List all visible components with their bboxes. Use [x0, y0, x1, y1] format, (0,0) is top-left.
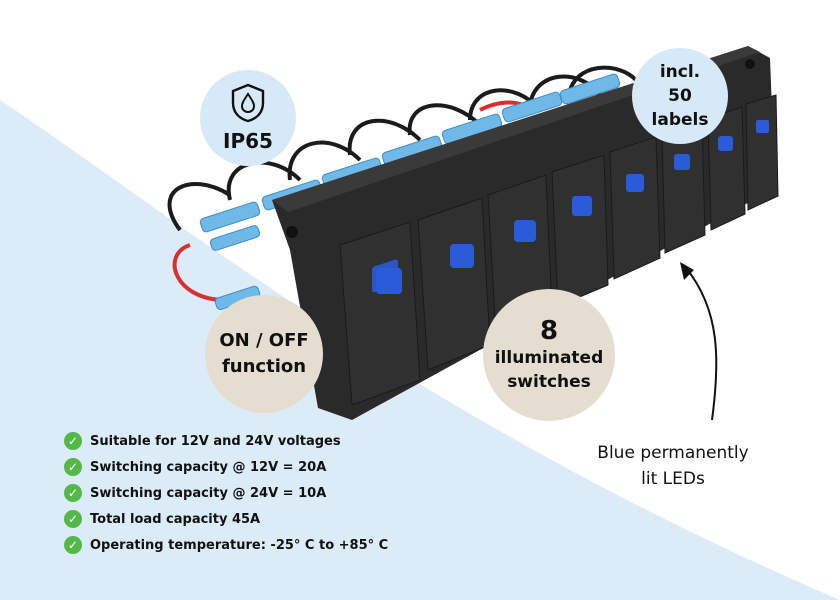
- check-icon: ✓: [64, 458, 82, 476]
- led-caption-line1: Blue permanently: [597, 443, 749, 463]
- labels-badge-line3: labels: [651, 110, 709, 130]
- check-icon: ✓: [64, 432, 82, 450]
- check-icon: ✓: [64, 510, 82, 528]
- labels-badge: incl. 50 labels: [632, 48, 728, 144]
- feature-item: ✓ Suitable for 12V and 24V voltages: [64, 428, 388, 454]
- feature-text: Switching capacity @ 12V = 20A: [90, 459, 327, 475]
- rocker-switch: [745, 94, 779, 211]
- led-caption: Blue permanently lit LEDs: [578, 440, 768, 492]
- feature-item: ✓ Switching capacity @ 24V = 10A: [64, 480, 388, 506]
- ip-rating-badge: IP65: [200, 70, 296, 166]
- feature-text: Switching capacity @ 24V = 10A: [90, 485, 327, 501]
- check-icon: ✓: [64, 484, 82, 502]
- feature-list: ✓ Suitable for 12V and 24V voltages ✓ Sw…: [64, 428, 388, 558]
- feature-text: Total load capacity 45A: [90, 511, 261, 527]
- water-drop-shield-icon: [229, 83, 267, 127]
- feature-text: Operating temperature: -25° C to +85° C: [90, 537, 389, 553]
- rocker-switch: [339, 221, 421, 406]
- switches-badge-line2: switches: [507, 372, 591, 392]
- feature-item: ✓ Switching capacity @ 12V = 20A: [64, 454, 388, 480]
- switches-badge-line1: illuminated: [494, 348, 604, 368]
- on-off-badge-line1: ON / OFF: [219, 330, 309, 351]
- on-off-function-badge: ON / OFF function: [205, 295, 323, 413]
- led-caption-line2: lit LEDs: [641, 469, 705, 489]
- rocker-switch: [609, 136, 661, 280]
- feature-item: ✓ Operating temperature: -25° C to +85° …: [64, 532, 388, 558]
- rocker-switch: [417, 197, 491, 371]
- illuminated-switches-badge: 8 illuminated switches: [483, 289, 615, 421]
- feature-text: Suitable for 12V and 24V voltages: [90, 433, 341, 449]
- rocker-switch: [551, 154, 609, 307]
- check-icon: ✓: [64, 536, 82, 554]
- on-off-badge-line2: function: [221, 356, 307, 377]
- labels-badge-line1: incl.: [659, 62, 701, 82]
- rocker-switch: [707, 106, 746, 231]
- switch-count: 8: [539, 316, 559, 346]
- labels-badge-line2: 50: [668, 86, 692, 106]
- ip-rating-text: IP65: [223, 129, 273, 153]
- feature-item: ✓ Total load capacity 45A: [64, 506, 388, 532]
